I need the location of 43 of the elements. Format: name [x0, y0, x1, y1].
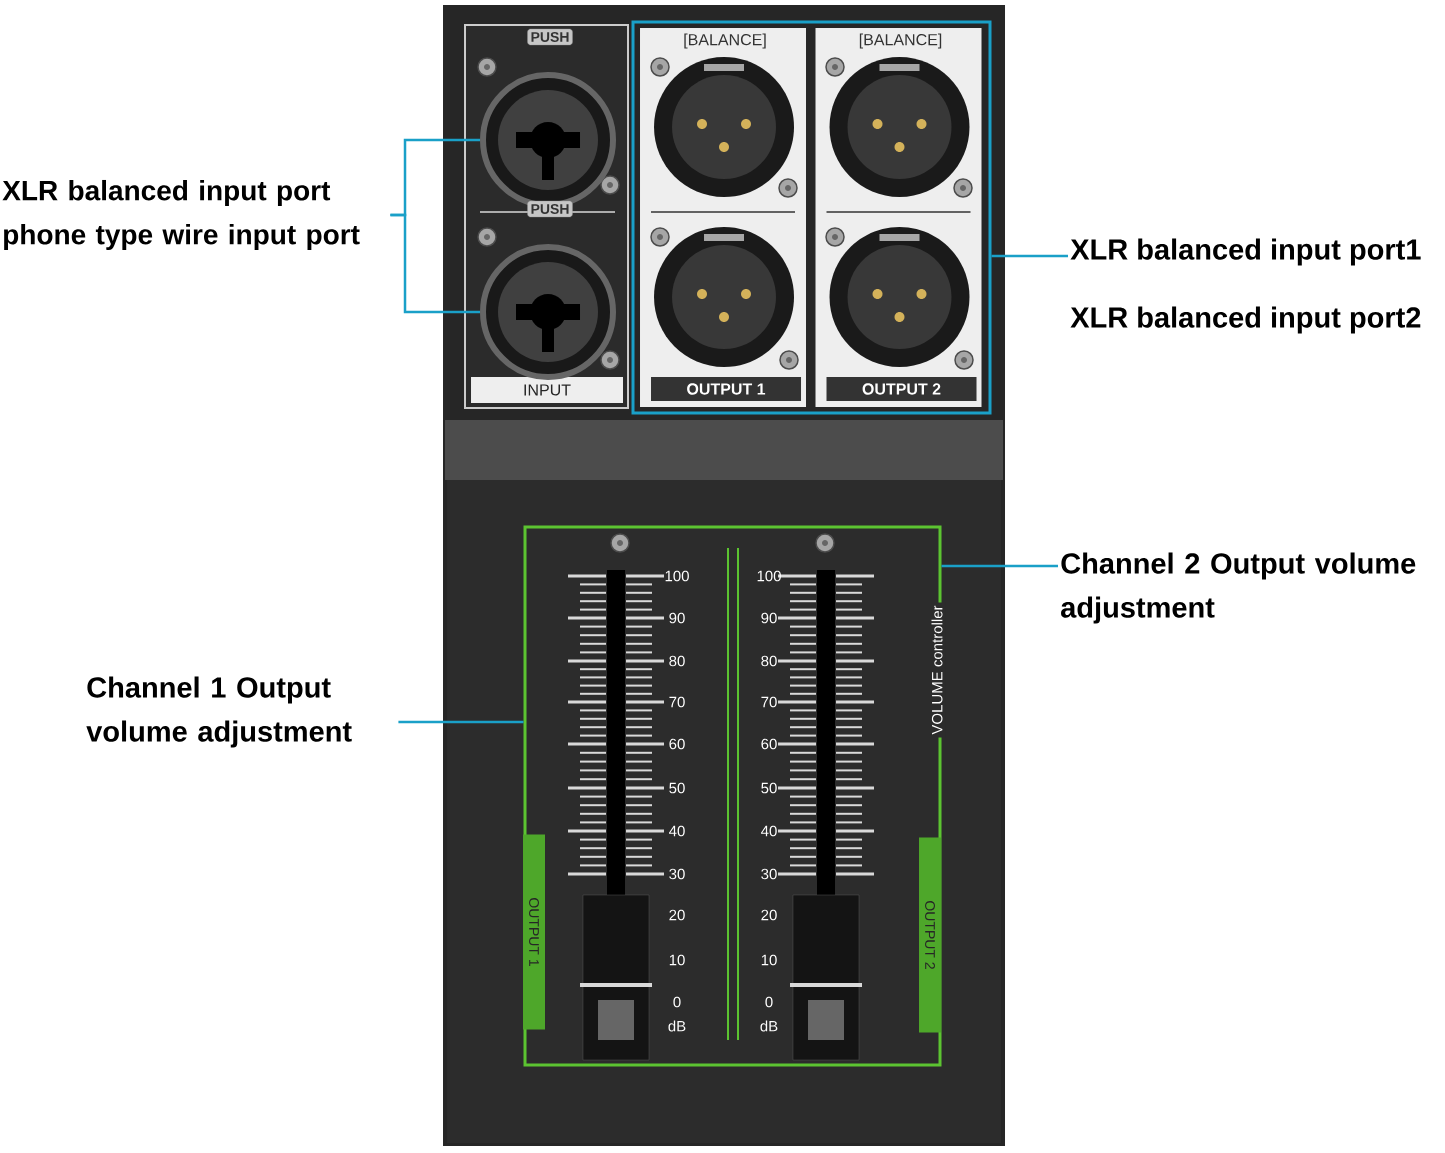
scale-number: dB [760, 1020, 778, 1032]
output-tab: OUTPUT 1 [523, 834, 545, 1030]
scale-number: 100 [665, 570, 689, 582]
scale-number: 40 [669, 825, 685, 837]
scale-number: 60 [669, 738, 685, 750]
label-strip: OUTPUT 2 [826, 377, 977, 401]
leader-line [398, 720, 524, 724]
scale-number: 20 [761, 909, 777, 921]
scale-number: 0 [765, 996, 773, 1008]
panel-heading: [BALANCE] [684, 33, 766, 49]
scale-number: 20 [669, 909, 685, 921]
scale-number: 70 [761, 696, 777, 708]
push-tab: PUSH [527, 200, 573, 218]
scale-number: 50 [669, 782, 685, 794]
label-strip: OUTPUT 1 [651, 377, 801, 401]
scale-number: 100 [757, 570, 781, 582]
leader-line [390, 213, 480, 314]
scale-number: 30 [669, 868, 685, 880]
scale-number: 50 [761, 782, 777, 794]
scale-number: 80 [669, 655, 685, 667]
scale-number: 90 [669, 612, 685, 624]
scale-number: 0 [673, 996, 681, 1008]
callout-text: Channel 2 Output volume adjustment [1061, 552, 1416, 624]
output-frame [631, 20, 992, 415]
scale-number: 30 [761, 868, 777, 880]
scale-number: 90 [761, 612, 777, 624]
scale-number: 10 [669, 954, 685, 966]
scale-number: 60 [761, 738, 777, 750]
scale-number: 70 [669, 696, 685, 708]
scale-number: 80 [761, 655, 777, 667]
push-tab: PUSH [527, 28, 573, 46]
scale-number: 40 [761, 825, 777, 837]
combo-jack [480, 244, 616, 380]
label-strip: INPUT [471, 377, 623, 403]
callout-text: Channel 1 Output volume adjustment [86, 676, 352, 748]
panel-heading: [BALANCE] [859, 33, 942, 49]
scale-number: 10 [761, 954, 777, 966]
callout-text: XLR balanced input port1 XLR balanced input port2 [1070, 238, 1421, 334]
output-tab: OUTPUT 2 [919, 837, 941, 1033]
callout-text: XLR balanced input port phone type wire input port [2, 179, 360, 251]
leader-line [991, 254, 1068, 258]
scale-number: dB [668, 1020, 686, 1032]
leader-line [941, 564, 1058, 568]
